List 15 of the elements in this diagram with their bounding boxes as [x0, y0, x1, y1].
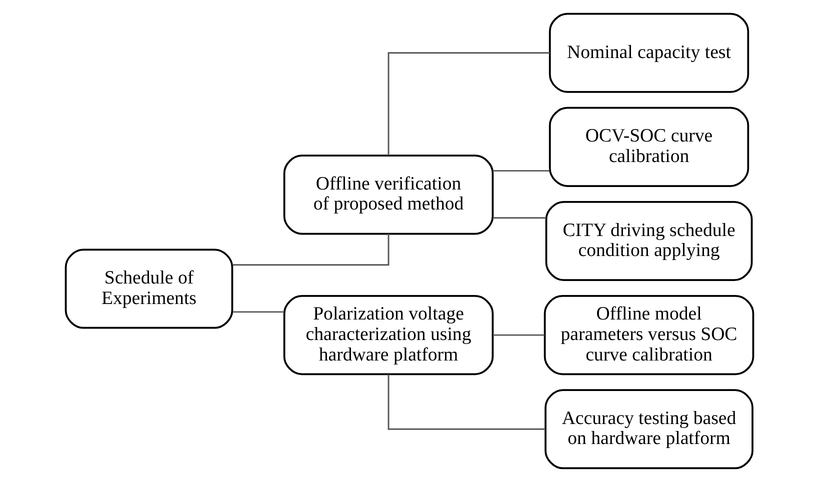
node-box: Accuracy testing based on hardware platform [544, 389, 754, 470]
node-box: Polarization voltage characterization using hardware platform [283, 295, 494, 376]
node-box: Offline verification of proposed method [283, 154, 494, 235]
connector [492, 334, 545, 336]
node-box: Offline model parameters versus SOC curve calibration [544, 295, 754, 376]
node-box: CITY driving schedule condition applying [545, 200, 753, 282]
connector [232, 311, 284, 313]
connector [232, 234, 390, 266]
connector [388, 52, 550, 156]
node-box: Schedule of Experiments [64, 248, 234, 329]
connector [492, 217, 546, 219]
connector [492, 170, 550, 172]
node-box: Nominal capacity test [548, 12, 750, 93]
node-box: OCV-SOC curve calibration [548, 106, 750, 187]
connector [388, 374, 546, 430]
